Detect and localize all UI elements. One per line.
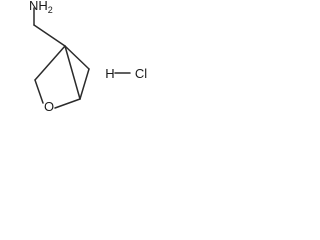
bond-bridge-upper	[64, 45, 90, 70]
bond-c-ch2n	[33, 24, 66, 47]
amine-label: NH2	[29, 0, 53, 15]
bond-bridgehead-right	[64, 45, 81, 100]
bond-bridge-lower	[79, 68, 90, 100]
amine-symbol: NH	[29, 0, 48, 13]
amine-subscript: 2	[48, 5, 53, 15]
hydrogen-label: H	[105, 66, 114, 81]
bond-o-bridgehead	[54, 98, 81, 109]
bond-bridgehead-ch2-left	[34, 45, 66, 81]
bond-lines	[33, 7, 131, 109]
bond-ch2-o	[34, 79, 44, 104]
ring-oxygen-label: O	[44, 99, 54, 114]
chlorine-label: Cl	[135, 66, 147, 81]
chemical-structure-diagram: NH2 O H Cl	[29, 0, 147, 114]
